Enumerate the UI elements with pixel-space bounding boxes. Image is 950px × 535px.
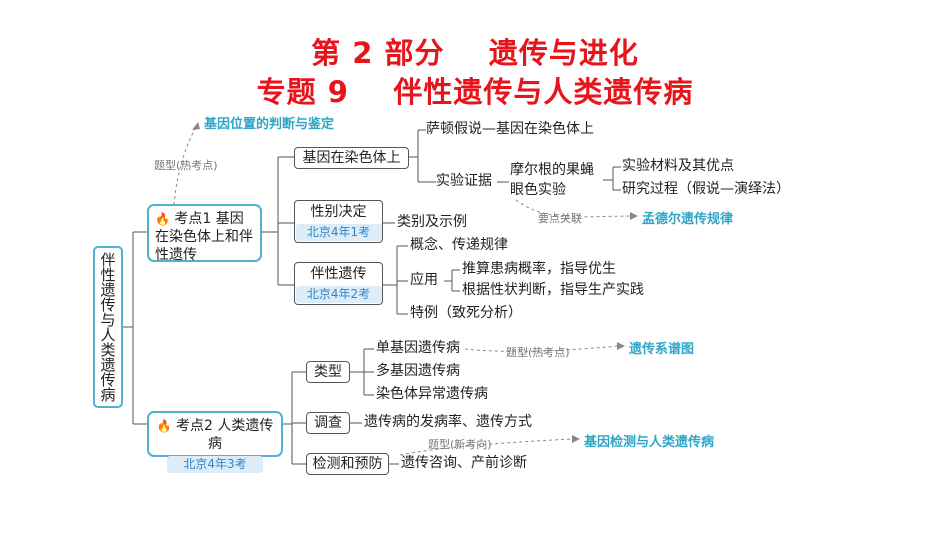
exam-frequency-tag: 北京4年3考 [167,456,263,473]
dash-pedigree [464,345,619,352]
ext-pedigree: 遗传系谱图 [629,342,695,357]
node-multi-gene: 多基因遗传病 [376,363,460,379]
ext-mendel: 孟德尔遗传规律 [642,212,734,227]
line-root-branch [123,231,147,425]
line-morgan-branch [603,166,621,191]
arrow-link [630,212,638,220]
dash-link [515,199,631,218]
node-survey: 调查 [306,412,350,434]
node-chromosome-abnormal: 染色体异常遗传病 [376,386,488,402]
node-survey-content: 遗传病的发病率、遗传方式 [364,414,532,430]
ext-gene-position: 基因位置的判断与鉴定 [204,117,335,132]
topic-k2-label: 考点2 人类遗传病 [176,418,274,452]
exam-frequency-tag: 北京4年1考 [295,224,382,241]
node-sex-linked-label: 伴性遗传 [310,266,367,282]
arrow-new [572,435,580,443]
root-topic: 伴性遗传与人类遗传病 [93,246,123,408]
arrow-top [192,122,200,130]
line-k2-branch [283,371,306,465]
topic-k2-box: 🔥 考点2 人类遗传病 北京4年3考 [147,411,283,473]
dash-new [399,438,573,456]
node-detect-content: 遗传咨询、产前诊断 [401,455,527,471]
fire-icon: 🔥 [156,419,172,433]
node-sex-determination-label: 性别决定 [310,204,367,220]
line-n3-branch [383,245,408,315]
ext-gene-testing: 基因检测与人类遗传病 [584,435,715,450]
node-apply-2: 根据性状判断，指导生产实践 [462,282,644,298]
fire-icon: 🔥 [155,212,170,226]
node-sex-determination: 性别决定 北京4年1考 [294,200,383,243]
note-question-type-top: 题型(热考点) [154,159,218,172]
node-sutton-hypothesis: 萨顿假说—基因在染色体上 [426,121,594,137]
line-apply-branch [444,269,460,292]
note-question-type-new: 题型(新考向) [428,438,492,451]
node-category-examples: 类别及示例 [397,214,467,230]
node-detect-prevent: 检测和预防 [306,453,389,475]
note-key-link: 要点关联 [538,212,582,225]
node-material: 实验材料及其优点 [622,158,734,174]
line-k1-branch [262,156,294,286]
arrow-pedigree [617,342,625,350]
node-special-case: 特例（致死分析） [410,305,522,321]
page-title-line2: 专题 9 伴性遗传与人类遗传病 [256,75,694,109]
node-apply-1: 推算患病概率，指导优生 [462,261,616,277]
line-m1-branch [350,348,374,396]
page-title-line1: 第 2 部分 遗传与进化 [311,36,639,70]
exam-frequency-tag: 北京4年2考 [295,286,382,303]
node-concept: 概念、传递规律 [410,237,508,253]
node-apply: 应用 [410,272,438,288]
topic-k1-label: 考点1 基因在染色体上和伴性遗传 [155,211,253,263]
node-gene-on-chromosome: 基因在染色体上 [294,147,409,169]
node-morgan-line1: 摩尔根的果蝇 [510,162,594,178]
node-morgan-line2: 眼色实验 [510,182,566,198]
node-type: 类型 [306,361,350,383]
dash-top [173,126,197,206]
note-question-type-pedigree: 题型(热考点) [506,346,570,359]
node-process: 研究过程（假说—演绎法） [622,181,790,197]
node-single-gene: 单基因遗传病 [376,340,460,356]
topic-k1-box: 🔥 考点1 基因在染色体上和伴性遗传 [147,204,262,263]
node-evidence: 实验证据 [436,173,492,189]
node-sex-linked: 伴性遗传 北京4年2考 [294,262,383,305]
line-n1-branch [409,129,436,183]
